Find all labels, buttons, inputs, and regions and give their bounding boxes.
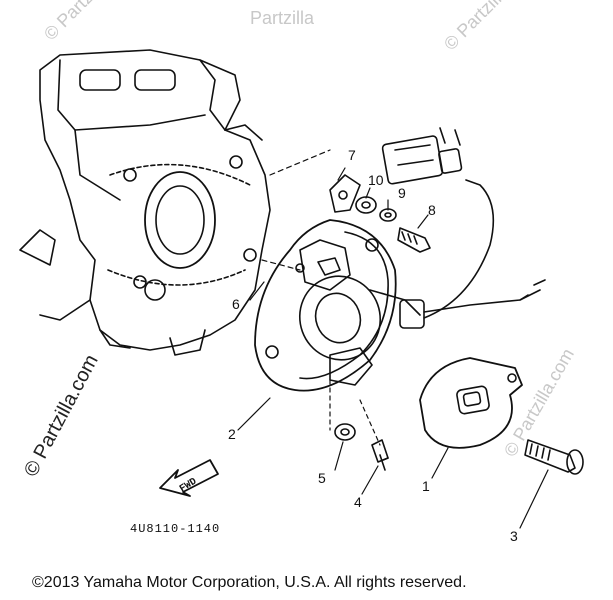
callout-2: 2 bbox=[228, 426, 236, 442]
small-parts-lower bbox=[334, 423, 389, 471]
callout-3: 3 bbox=[510, 528, 518, 544]
callout-8: 8 bbox=[428, 202, 436, 218]
callout-4: 4 bbox=[354, 494, 362, 510]
callout-9: 9 bbox=[398, 185, 406, 201]
pickup-coil bbox=[419, 357, 523, 449]
forward-arrow-icon bbox=[159, 459, 219, 497]
bolt-part-3 bbox=[524, 439, 584, 475]
callout-5: 5 bbox=[318, 470, 326, 486]
callout-10: 10 bbox=[368, 172, 384, 188]
copyright-notice: ©2013 Yamaha Motor Corporation, U.S.A. A… bbox=[32, 574, 467, 591]
callout-1: 1 bbox=[422, 478, 430, 494]
wire-harness bbox=[381, 127, 546, 319]
diagram-reference-code: 4U8110-1140 bbox=[130, 522, 221, 536]
leader-lines bbox=[237, 167, 549, 529]
stator-assembly bbox=[254, 219, 425, 392]
callout-7: 7 bbox=[348, 147, 356, 163]
engine-case-outline bbox=[19, 49, 271, 356]
callout-6: 6 bbox=[232, 296, 240, 312]
watermark-top-center: Partzilla bbox=[250, 8, 315, 28]
